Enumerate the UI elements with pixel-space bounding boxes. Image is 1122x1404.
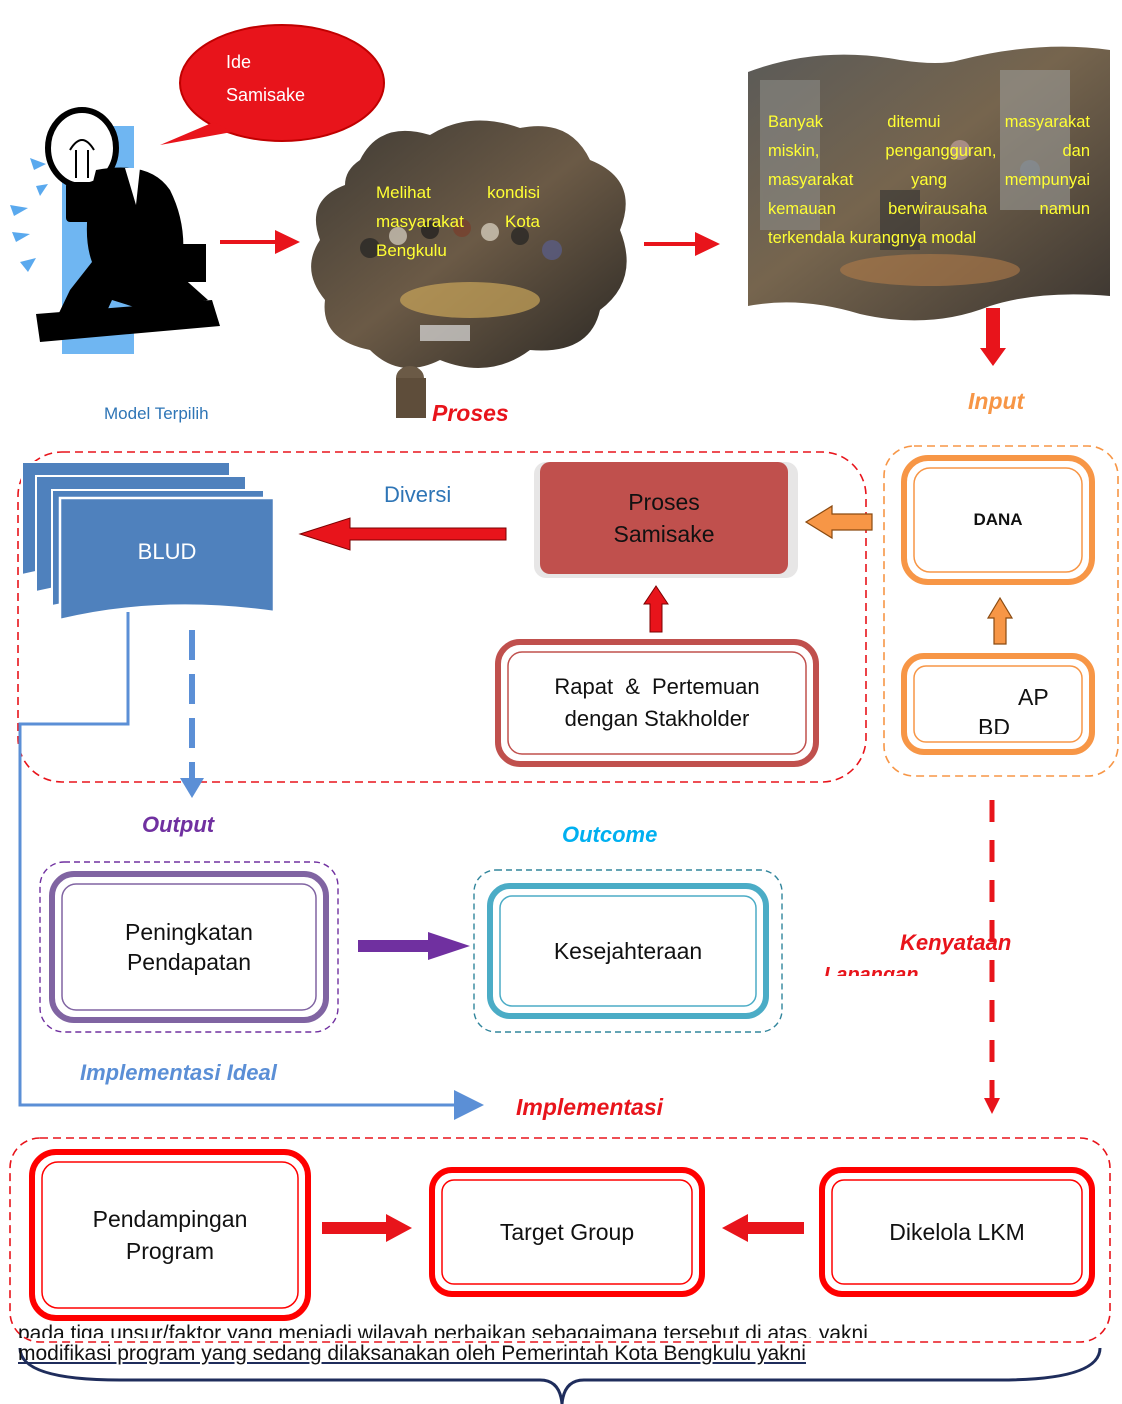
implementasi-label: Implementasi — [516, 1094, 663, 1120]
arrow-left-diversi — [298, 517, 507, 551]
cloud-text: Melihat kondisi masyarakat Kota Bengkulu — [376, 183, 540, 260]
bottom-text-line2: modifikasi program yang sedang dilaksana… — [18, 1342, 806, 1365]
peningkatan-pendapatan-box: Peningkatan Pendapatan — [125, 919, 253, 975]
diversi-label: Diversi — [384, 482, 452, 507]
outcome-label: Outcome — [562, 822, 658, 847]
cloud-photo — [311, 120, 627, 418]
arrow-up-apbd — [986, 596, 1014, 645]
arrow-left-dana — [804, 504, 873, 540]
input-label: Input — [968, 388, 1025, 414]
rapat-box: Rapat & Pertemuan dengan Stakholder — [554, 674, 760, 731]
output-label: Output — [142, 812, 215, 837]
arrow-down-input — [980, 308, 1006, 366]
lapangan-label-clipped: Lapangan — [824, 964, 919, 976]
curly-brace — [18, 1347, 1102, 1404]
implementasi-ideal-label: Implementasi Ideal — [80, 1060, 277, 1085]
arrow-right-target — [322, 1214, 412, 1242]
kenyataan-label: Kenyataan — [900, 930, 1012, 955]
blue-line-implementasi-ideal — [18, 612, 484, 1120]
arrow-up-rapat — [643, 585, 669, 633]
kesejahteraan-box: Kesejahteraan — [553, 937, 703, 964]
arrow-left-target — [722, 1214, 804, 1242]
dikelola-lkm-box: Dikelola LKM — [889, 1218, 1025, 1245]
wave-banner-photo — [748, 46, 1110, 321]
proses-samisake-box-bg — [540, 462, 788, 574]
proses-region — [17, 451, 867, 783]
lightbulb-man-icon — [10, 107, 220, 354]
input-region — [883, 445, 1119, 777]
implementasi-region — [9, 1137, 1111, 1343]
apbd-box: AP BD — [978, 684, 1049, 734]
model-terpilih-label: Model Terpilih — [104, 404, 209, 423]
proses-label: Proses — [432, 400, 509, 426]
bubble-text-line2: Samisake — [226, 85, 306, 105]
blud-document-stack — [21, 461, 276, 622]
proses-samisake-box: Proses Samisake — [613, 489, 715, 547]
idea-speech-bubble — [160, 24, 385, 145]
arrow-right-1 — [220, 230, 300, 254]
bubble-text-line1: Ide — [226, 52, 252, 72]
arrow-right-2 — [644, 232, 720, 256]
bottom-text-line1: pada tiga unsur/faktor yang menjadi wila… — [18, 1322, 868, 1338]
pendampingan-program-box: Pendampingan Program — [92, 1206, 248, 1264]
dana-box: DANA — [973, 510, 1023, 529]
target-group-box: Target Group — [499, 1218, 635, 1245]
blud-label: BLUD — [137, 539, 197, 564]
wave-text: Banyak ditemui masyarakat miskin, pengan… — [768, 113, 1090, 247]
arrow-right-purple — [358, 932, 470, 960]
